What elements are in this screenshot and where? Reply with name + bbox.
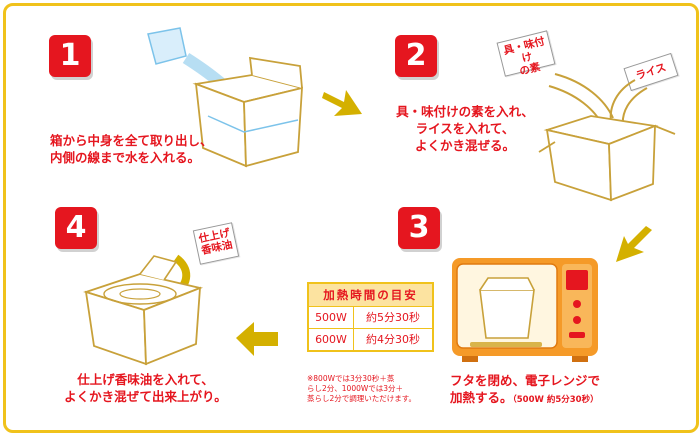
heating-note-line: 蒸らし2分で調理いただけます。	[307, 394, 417, 403]
step-1-number: 1	[49, 35, 91, 77]
step-3-number: 3	[398, 207, 440, 249]
microwave-illustration	[452, 258, 598, 362]
step-2-number: 2	[395, 35, 437, 77]
step-2-line: よくかき混ぜる。	[414, 138, 515, 153]
heating-note: ※800Wでは3分30秒＋蒸 らし2分、1000Wでは3分＋ 蒸らし2分で調理い…	[307, 374, 437, 404]
time-cell: 約5分30秒	[366, 311, 420, 324]
step-3-text: フタを閉め、電子レンジで 加熱する。（500W 約5分30秒）	[450, 372, 610, 409]
wattage-cell: 500W	[309, 307, 354, 328]
heating-time-row: 500W 約5分30秒	[309, 306, 432, 328]
step-4-illustration	[83, 254, 204, 366]
step-2-line: 具・味付けの素を入れ、	[396, 104, 534, 119]
step-3-line: フタを閉め、電子レンジで	[450, 373, 601, 388]
step-3-time-note: （500W 約5分30秒）	[512, 395, 599, 405]
page-frame	[3, 3, 699, 433]
arrow-down-left-icon	[616, 226, 652, 262]
step-2-text: 具・味付けの素を入れ、 ライスを入れて、 よくかき混ぜる。	[395, 103, 535, 154]
step-4-text: 仕上げ香味油を入れて、 よくかき混ぜて出来上がり。	[58, 371, 233, 405]
arrow-left-icon	[236, 322, 278, 356]
heating-note-line: ※800Wでは3分30秒＋蒸	[307, 374, 395, 383]
time-cell: 約4分30秒	[366, 333, 420, 346]
heating-note-line: らし2分、1000Wでは3分＋	[307, 384, 404, 393]
step-4-number: 4	[55, 207, 97, 249]
heating-time-table: 加熱時間の目安 500W 約5分30秒 600W 約4分30秒	[307, 282, 434, 352]
heating-time-title: 加熱時間の目安	[309, 284, 432, 306]
arrow-right-icon	[322, 90, 362, 116]
step-2-line: ライスを入れて、	[415, 121, 515, 136]
step-4-line: 仕上げ香味油を入れて、	[77, 372, 214, 387]
step-1-text: 箱から中身を全て取り出し、 内側の線まで水を入れる。	[50, 132, 213, 166]
step-1-line: 箱から中身を全て取り出し、	[50, 133, 213, 148]
step-2-illustration	[538, 73, 676, 202]
step-4-line: よくかき混ぜて出来上がり。	[64, 389, 227, 404]
heating-time-row: 600W 約4分30秒	[309, 328, 432, 350]
step-3-line-2: 加熱する。	[450, 390, 513, 405]
step-1-line: 内側の線まで水を入れる。	[50, 150, 201, 165]
step-1-illustration	[147, 27, 303, 168]
wattage-cell: 600W	[309, 329, 354, 350]
step-3-line: 加熱する。（500W 約5分30秒）	[450, 389, 610, 409]
